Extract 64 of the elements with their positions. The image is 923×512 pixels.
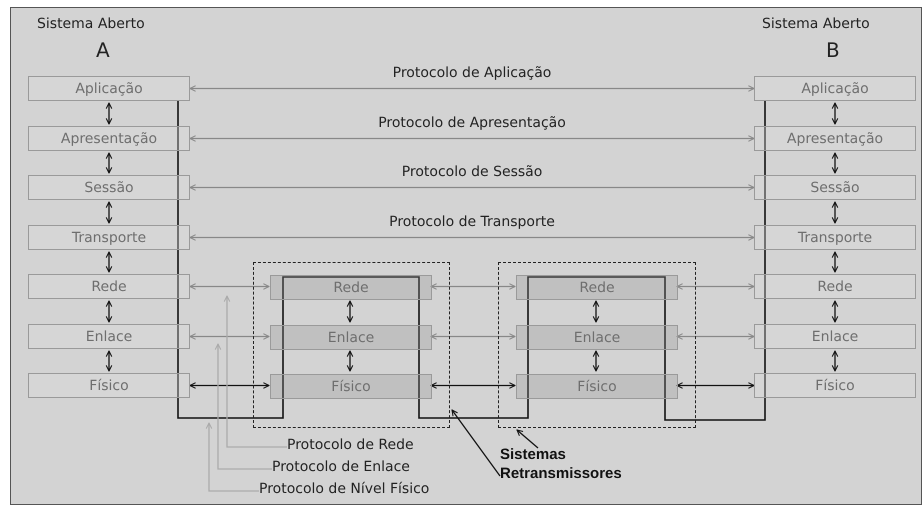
layer-box: Físico bbox=[28, 373, 190, 398]
arrow bbox=[676, 283, 755, 290]
leader-label: Protocolo de Rede bbox=[287, 437, 457, 457]
arrow bbox=[676, 382, 755, 389]
leader-line bbox=[451, 409, 501, 476]
relay-system-box bbox=[498, 262, 696, 428]
layer-box: Transporte bbox=[28, 225, 190, 250]
arrow bbox=[430, 382, 516, 389]
layer-box: Rede bbox=[516, 275, 678, 300]
layer-box: Físico bbox=[270, 374, 432, 399]
layer-box: Físico bbox=[516, 374, 678, 399]
arrow bbox=[189, 85, 755, 92]
layer-box: Enlace bbox=[270, 325, 432, 350]
layer-box: Rede bbox=[754, 274, 916, 299]
leader-line bbox=[516, 429, 538, 448]
layer-box: Aplicação bbox=[754, 76, 916, 101]
arrow bbox=[832, 201, 838, 224]
layer-box: Apresentação bbox=[754, 126, 916, 151]
arrow bbox=[189, 333, 270, 340]
arrow bbox=[346, 300, 354, 323]
arrow bbox=[832, 251, 838, 273]
arrow bbox=[189, 135, 755, 142]
arrow bbox=[106, 350, 112, 372]
leader-line bbox=[214, 343, 272, 470]
relay-system-box bbox=[253, 262, 450, 428]
system-title: Sistema Aberto bbox=[762, 16, 870, 32]
layer-box: Transporte bbox=[754, 225, 916, 250]
layer-box: Físico bbox=[754, 373, 916, 398]
system-title: Sistema Aberto bbox=[37, 16, 145, 32]
arrow bbox=[346, 350, 354, 372]
arrow bbox=[430, 333, 516, 340]
arrow bbox=[832, 350, 838, 372]
arrow bbox=[106, 102, 112, 125]
leader-line bbox=[206, 422, 259, 492]
leader-label: Protocolo de Nível Físico bbox=[259, 481, 459, 501]
arrow bbox=[106, 251, 112, 273]
layer-box: Enlace bbox=[754, 324, 916, 349]
arrow bbox=[430, 283, 516, 290]
leader-label: Protocolo de Enlace bbox=[272, 459, 452, 479]
arrow bbox=[832, 152, 838, 174]
layer-box: Sessão bbox=[28, 175, 190, 200]
arrow bbox=[592, 300, 600, 323]
arrow bbox=[189, 234, 755, 241]
layer-box: Rede bbox=[270, 275, 432, 300]
arrow bbox=[106, 300, 112, 323]
arrow bbox=[832, 300, 838, 323]
arrow bbox=[106, 201, 112, 224]
arrow bbox=[189, 283, 270, 290]
layer-box: Sessão bbox=[754, 175, 916, 200]
arrow bbox=[106, 152, 112, 174]
arrow bbox=[189, 184, 755, 191]
layer-box: Enlace bbox=[28, 324, 190, 349]
arrow bbox=[832, 102, 838, 125]
arrow bbox=[189, 382, 270, 389]
arrow bbox=[676, 333, 755, 340]
system-letter: A bbox=[96, 38, 110, 62]
layer-box: Rede bbox=[28, 274, 190, 299]
system-letter: B bbox=[826, 38, 840, 62]
arrow bbox=[592, 350, 600, 372]
layer-box: Enlace bbox=[516, 325, 678, 350]
layer-box: Aplicação bbox=[28, 76, 190, 101]
layer-box: Apresentação bbox=[28, 126, 190, 151]
callout-label: Sistemas Retransmissores bbox=[500, 445, 630, 485]
leader-line bbox=[224, 295, 287, 448]
